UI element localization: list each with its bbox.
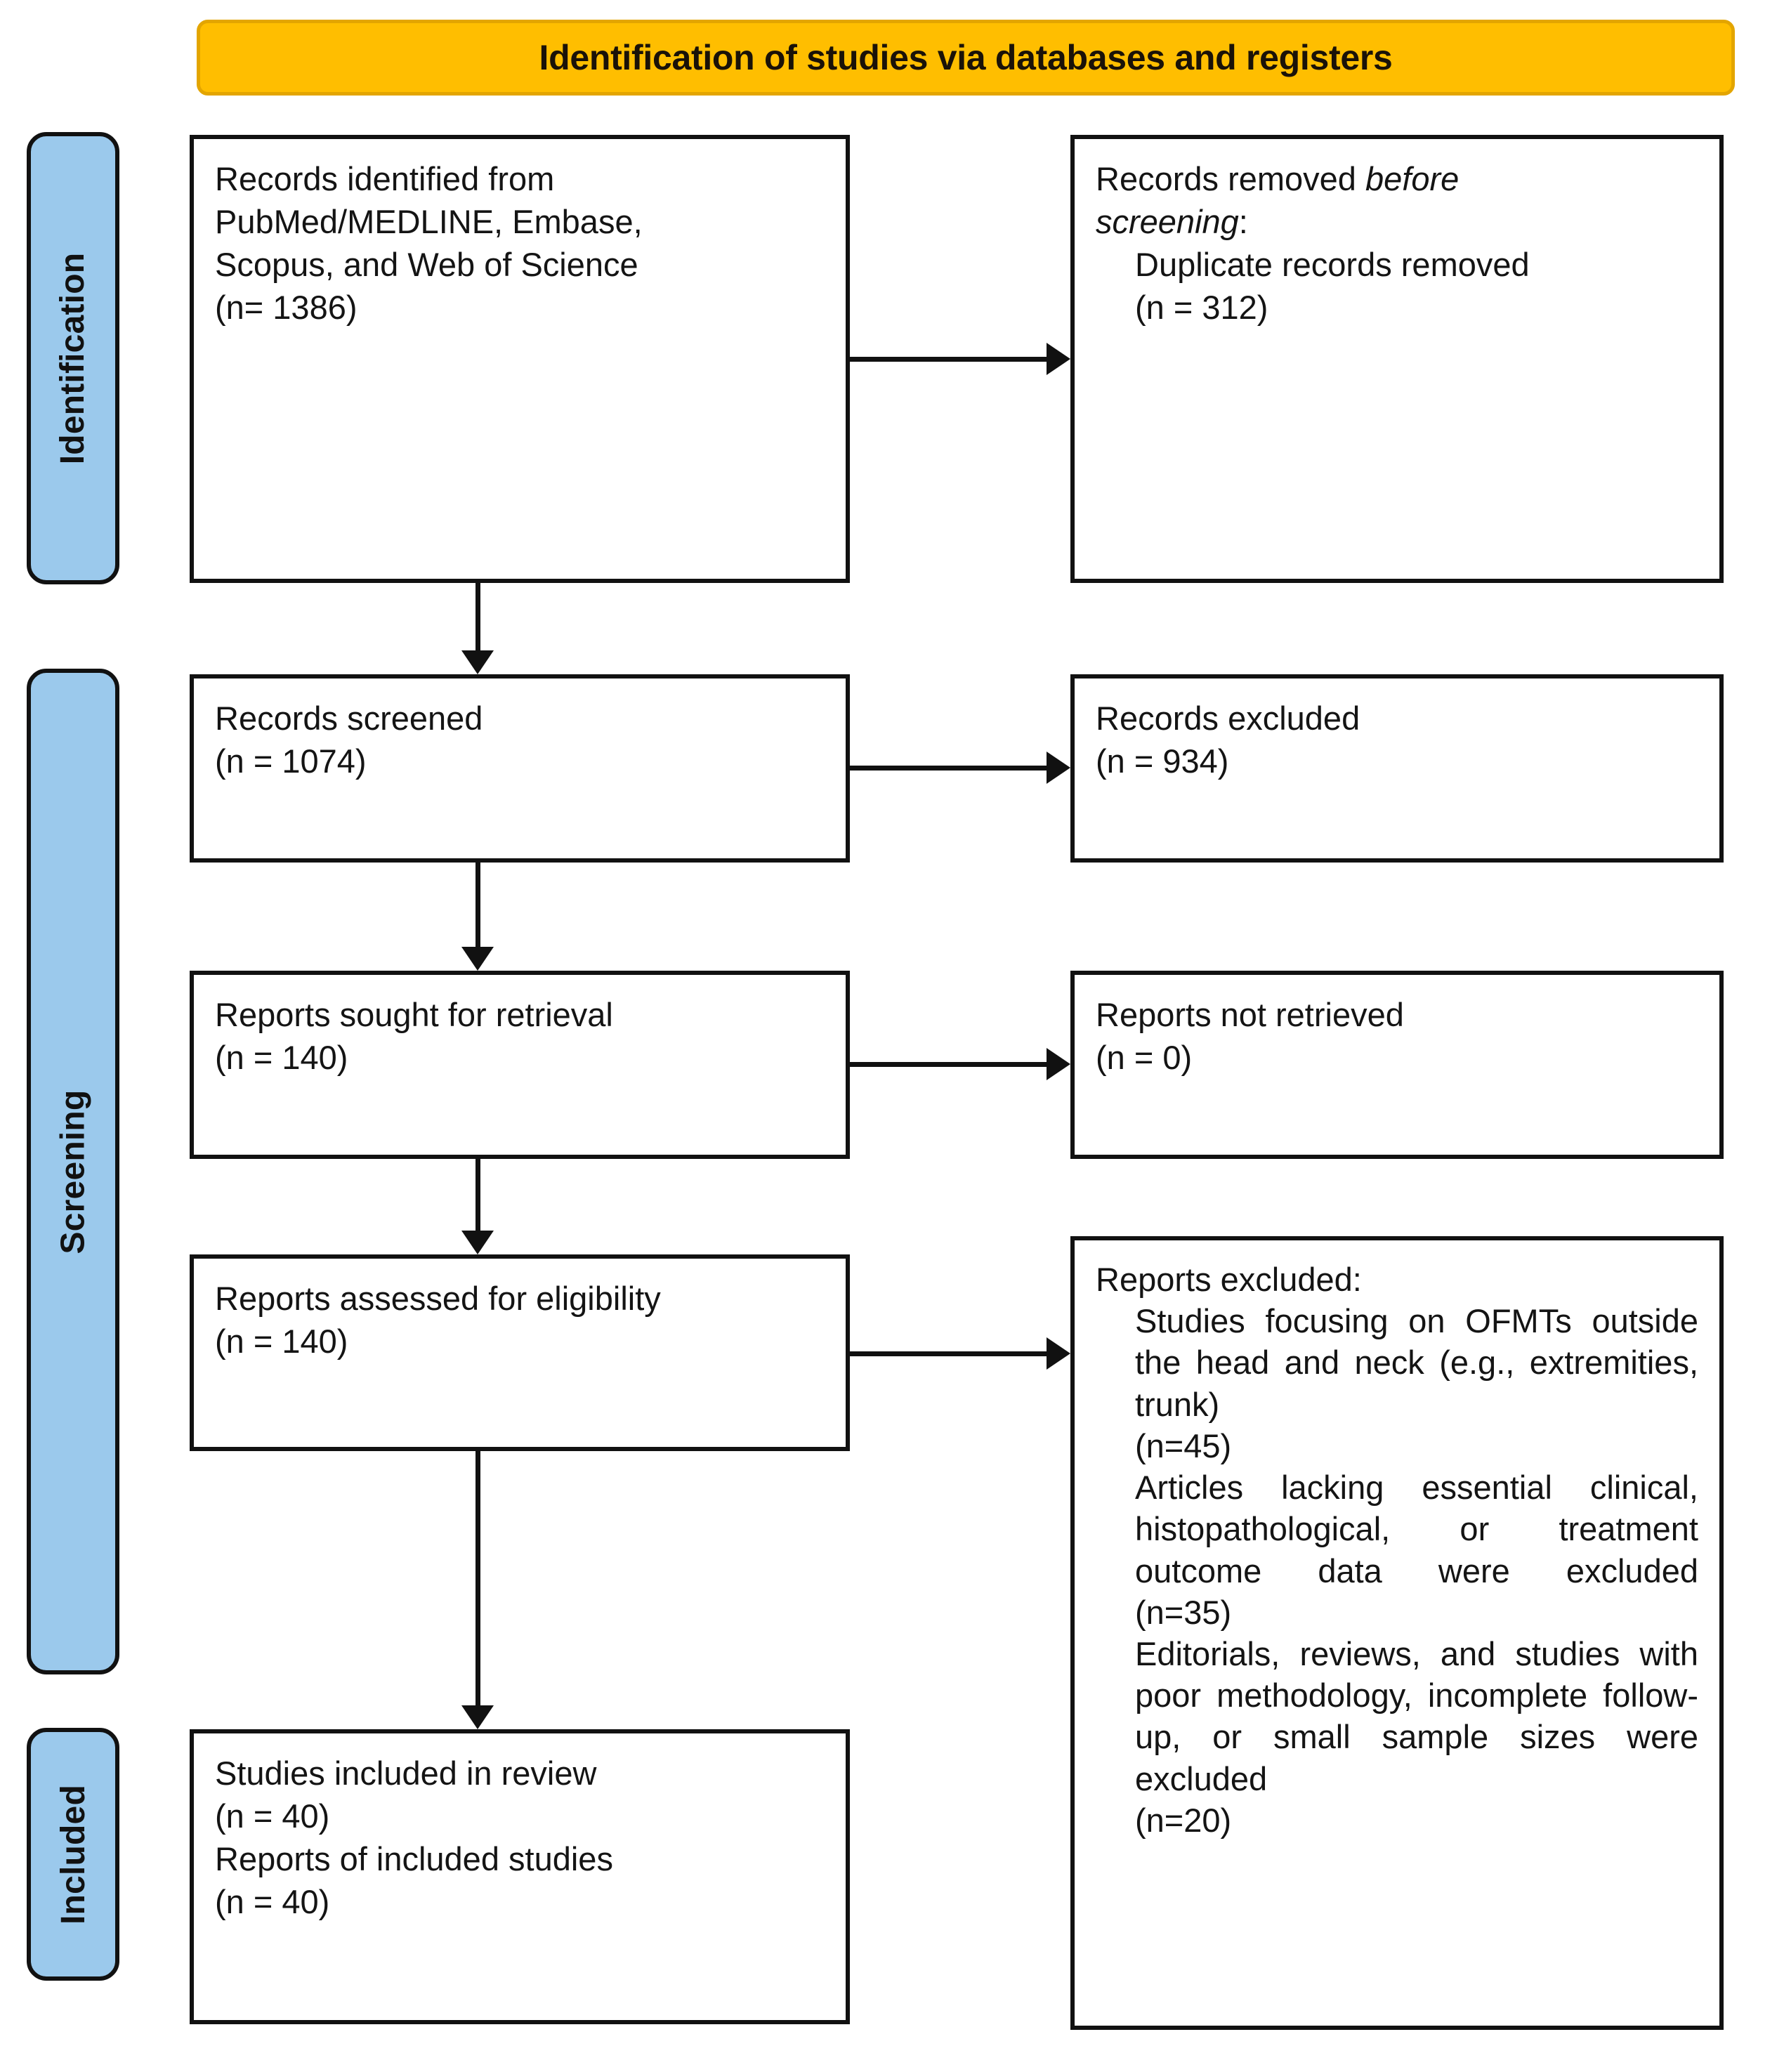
stage-label-identification-text: Identification — [54, 252, 92, 464]
box-records-screened: Records screened (n = 1074) — [190, 674, 850, 863]
records-removed-line-2: screening: — [1096, 200, 1698, 243]
studies-included-label: Studies included in review — [215, 1755, 597, 1792]
reports-excluded-reason-3-count: (n=20) — [1135, 1801, 1232, 1839]
records-identified-line-3: Scopus, and Web of Science — [215, 246, 638, 284]
stage-label-screening-text: Screening — [54, 1089, 92, 1254]
arrow-assessed-to-included — [461, 1705, 494, 1729]
reports-excluded-reason-2-count: (n=35) — [1135, 1593, 1232, 1631]
arrow-sought-to-assessed — [461, 1231, 494, 1254]
records-identified-line-1: Records identified from — [215, 160, 555, 197]
connector-assessed-to-included — [475, 1451, 480, 1705]
connector-identified-to-screened — [475, 583, 480, 650]
arrow-sought-to-not-retrieved — [1047, 1048, 1070, 1080]
reports-of-included-studies-label: Reports of included studies — [215, 1840, 613, 1878]
records-removed-emphasis-screening: screening — [1096, 203, 1239, 241]
stage-label-screening: Screening — [27, 669, 119, 1674]
connector-assessed-to-reports-excluded — [850, 1351, 1047, 1356]
stage-label-included-text: Included — [54, 1784, 92, 1925]
records-excluded-label: Records excluded — [1096, 700, 1360, 737]
connector-screened-to-sought — [475, 863, 480, 947]
arrow-identified-to-removed — [1047, 343, 1070, 375]
reports-assessed-label: Reports assessed for eligibility — [215, 1280, 661, 1317]
connector-screened-to-excluded — [850, 766, 1047, 771]
studies-included-count: (n = 40) — [215, 1797, 330, 1835]
box-reports-assessed-for-eligibility: Reports assessed for eligibility (n = 14… — [190, 1254, 850, 1451]
duplicate-records-removed-count: (n = 312) — [1135, 289, 1268, 327]
box-reports-sought-for-retrieval: Reports sought for retrieval (n = 140) — [190, 971, 850, 1159]
reports-not-retrieved-count: (n = 0) — [1096, 1039, 1193, 1077]
reports-sought-label: Reports sought for retrieval — [215, 996, 613, 1033]
box-records-excluded: Records excluded (n = 934) — [1070, 674, 1724, 863]
records-excluded-count: (n = 934) — [1096, 742, 1229, 780]
arrow-identified-to-screened — [461, 650, 494, 674]
records-removed-colon: : — [1238, 203, 1248, 241]
records-identified-count: (n= 1386) — [215, 289, 358, 327]
arrow-assessed-to-reports-excluded — [1047, 1337, 1070, 1370]
box-reports-not-retrieved: Reports not retrieved (n = 0) — [1070, 971, 1724, 1159]
box-records-identified: Records identified from PubMed/MEDLINE, … — [190, 135, 850, 583]
box-reports-excluded-detail: Reports excluded: Studies focusing on OF… — [1070, 1236, 1724, 2030]
diagram-header-banner: Identification of studies via databases … — [197, 20, 1735, 96]
arrow-screened-to-excluded — [1047, 752, 1070, 784]
reports-assessed-count: (n = 140) — [215, 1323, 348, 1360]
records-identified-line-2: PubMed/MEDLINE, Embase, — [215, 203, 643, 241]
records-removed-line-1: Records removed before — [1096, 157, 1698, 200]
reports-excluded-reason-3: Editorials, reviews, and studies with po… — [1135, 1634, 1698, 1797]
records-removed-label: Records removed — [1096, 160, 1365, 197]
reports-not-retrieved-label: Reports not retrieved — [1096, 996, 1404, 1033]
reports-excluded-reason-1: Studies focusing on OFMTs outside the he… — [1135, 1302, 1698, 1423]
duplicate-records-removed-label: Duplicate records removed — [1135, 246, 1530, 284]
records-screened-label: Records screened — [215, 700, 483, 737]
connector-sought-to-not-retrieved — [850, 1062, 1047, 1067]
stage-label-identification: Identification — [27, 132, 119, 584]
stage-label-included: Included — [27, 1728, 119, 1981]
records-removed-emphasis-before: before — [1365, 160, 1460, 197]
reports-of-included-studies-count: (n = 40) — [215, 1883, 330, 1921]
reports-excluded-reason-1-count: (n=45) — [1135, 1427, 1232, 1464]
diagram-title: Identification of studies via databases … — [539, 38, 1393, 77]
reports-excluded-reason-2: Articles lacking essential clinical, his… — [1135, 1469, 1698, 1589]
box-studies-included: Studies included in review (n = 40) Repo… — [190, 1729, 850, 2024]
box-records-removed-before-screening: Records removed before screening: Duplic… — [1070, 135, 1724, 583]
arrow-screened-to-sought — [461, 947, 494, 971]
connector-sought-to-assessed — [475, 1159, 480, 1231]
records-screened-count: (n = 1074) — [215, 742, 367, 780]
reports-excluded-heading: Reports excluded: — [1096, 1261, 1362, 1298]
connector-identified-to-removed — [850, 357, 1047, 362]
reports-sought-count: (n = 140) — [215, 1039, 348, 1077]
